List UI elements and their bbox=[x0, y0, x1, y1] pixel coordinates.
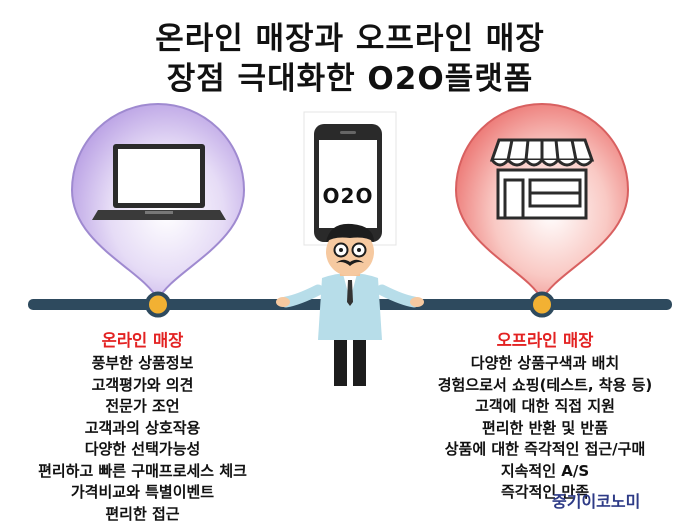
phone-o2o-label: O2O bbox=[322, 184, 374, 208]
list-item: 상품에 대한 즉각적인 접근/구매 bbox=[444, 440, 646, 458]
list-item: 다양한 상품구색과 배치 bbox=[470, 354, 620, 372]
list-item: 고객평가와 의견 bbox=[91, 375, 194, 394]
list-item: 다양한 선택가능성 bbox=[84, 440, 201, 458]
list-item: 경험으로서 쇼핑(테스트, 착용 등) bbox=[437, 375, 653, 394]
list-item: 전문가 조언 bbox=[105, 397, 180, 415]
online-store-list: 온라인 매장 풍부한 상품정보 고객평가와 의견 전문가 조언 고객과의 상호작… bbox=[10, 329, 275, 525]
character bbox=[276, 223, 424, 386]
laptop-icon bbox=[92, 144, 226, 220]
brand-logo-text: 중기이코노미 bbox=[552, 492, 641, 511]
list-item: 가격비교와 특별이벤트 bbox=[70, 483, 215, 501]
list-item: 편리한 반환 및 반품 bbox=[481, 418, 609, 437]
online-dot bbox=[145, 291, 171, 318]
title-line-2: 장점 극대화한 O2O플랫폼 bbox=[166, 61, 534, 97]
list-item: 편리하고 빠른 구매프로세스 체크 bbox=[38, 461, 247, 480]
list-item: 즉각적인 만족 bbox=[500, 483, 590, 501]
list-item: 고객에 대한 직접 지원 bbox=[475, 397, 615, 415]
list-item: 고객과의 상호작용 bbox=[84, 418, 201, 437]
list-item: 편리한 접근 bbox=[105, 504, 180, 523]
offline-store-list: 오프라인 매장 다양한 상품구색과 배치 경험으로서 쇼핑(테스트, 착용 등)… bbox=[395, 329, 695, 504]
phone-card bbox=[303, 111, 397, 246]
list-item: 지속적인 A/S bbox=[500, 461, 590, 480]
list-item: 풍부한 상품정보 bbox=[91, 354, 194, 372]
offline-dot bbox=[529, 291, 555, 318]
offline-heading: 오프라인 매장 bbox=[496, 331, 594, 350]
store-icon bbox=[489, 138, 595, 220]
online-heading: 온라인 매장 bbox=[101, 331, 184, 350]
title-line-1: 온라인 매장과 오프라인 매장 bbox=[155, 21, 545, 57]
